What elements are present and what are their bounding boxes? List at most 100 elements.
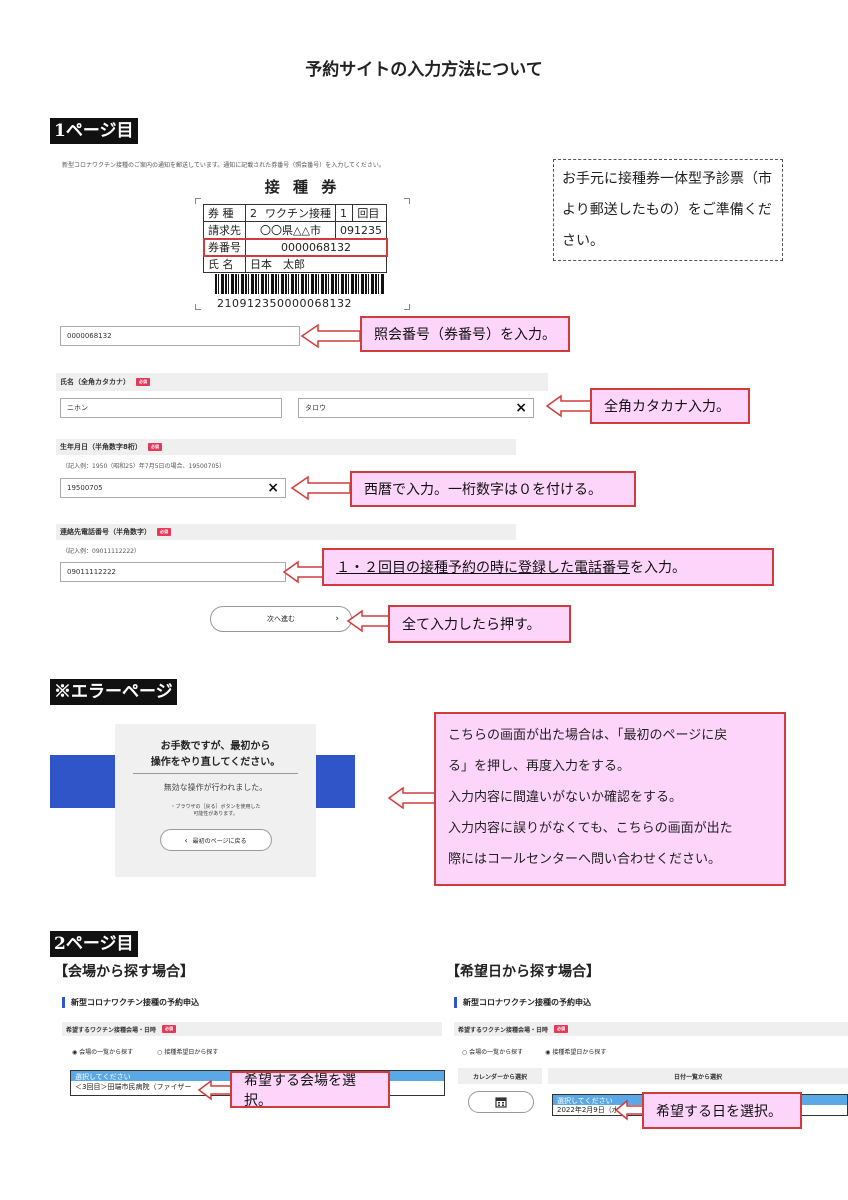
name-label: 氏名（全角カタカナ） 必須: [56, 373, 548, 391]
first-name-value: タロウ: [305, 404, 326, 412]
arrow-left-icon: [282, 560, 325, 584]
prepare-ticket-note: お手元に接種券一体型予診票（市より郵送したもの）をご準備ください。: [553, 159, 783, 261]
section-heading-page2: 2ページ目: [50, 931, 138, 957]
name-label-text: 氏名（全角カタカナ）: [60, 378, 130, 386]
explanation-line: 入力内容に間違いがないか確認をする。: [448, 790, 683, 805]
ticket-cell: 回目: [352, 204, 387, 222]
chevron-right-icon: ›: [335, 614, 339, 624]
barcode-number: 210912350000068132: [217, 297, 352, 310]
radio-label: 接種希望日から探す: [552, 1049, 607, 1056]
date-field-label: 希望するワクチン接種会場・日時 必須: [454, 1022, 848, 1036]
arrow-left-icon: [290, 475, 351, 501]
venue-field-label-text: 希望するワクチン接種会場・日時: [66, 1026, 157, 1034]
radio-label: 会場の一覧から探す: [469, 1049, 524, 1056]
error-dialog-title-1: お手数ですが、最初から: [160, 741, 271, 752]
birth-date-input[interactable]: 19500705 ×: [60, 478, 286, 498]
ticket-cell: 〇〇県△△市: [245, 221, 336, 239]
clear-icon[interactable]: ×: [267, 480, 279, 496]
ticket-cell: 0000068132: [245, 238, 387, 256]
venue-field-label: 希望するワクチン接種会場・日時 必須: [62, 1022, 442, 1036]
error-dialog: お手数ですが、最初から 操作をやり直してください。 無効な操作が行われました。 …: [115, 724, 316, 877]
required-badge: 必須: [136, 378, 150, 386]
next-button-callout: 全て入力したら押す。: [388, 605, 571, 643]
ticket-cell: 2: [245, 204, 261, 222]
birth-date-label: 生年月日（半角数字8桁） 必須: [56, 439, 516, 455]
birth-date-example: （記入例：1950（昭和25）年7月5日の場合、19500705）: [62, 463, 226, 470]
site-title: 新型コロナワクチン接種の予約申込: [454, 997, 591, 1008]
error-dialog-hint-2: 可能性があります。: [193, 811, 238, 817]
ticket-cell: 日本 太郎: [245, 255, 387, 273]
explanation-line: 入力内容に誤りがなくても、こちらの画面が出た: [448, 821, 733, 836]
error-dialog-hint-1: ・ブラウザの［戻る］ボタンを使用した: [170, 804, 261, 810]
required-badge: 必須: [162, 1025, 177, 1033]
chevron-left-icon: ‹: [184, 835, 188, 845]
search-mode-radios: ◉ 会場の一覧から探す ○ 接種希望日から探す: [72, 1047, 218, 1056]
back-to-first-page-button[interactable]: ‹ 最初のページに戻る: [159, 829, 272, 851]
error-explanation-callout: こちらの画面が出た場合は、「最初のページに戻 る」を押し、再度入力をする。 入力…: [434, 712, 786, 886]
arrow-left-icon: [300, 323, 361, 349]
last-name-input[interactable]: ニホン: [60, 398, 282, 418]
ticket-cell: 券番号: [203, 238, 246, 256]
ticket-cell: 券 種: [203, 204, 246, 222]
ticket-cell: 請求先: [203, 221, 246, 239]
date-select-callout: 希望する日を選択。: [642, 1092, 802, 1129]
required-badge: 必須: [554, 1025, 569, 1033]
error-dialog-title-2: 操作をやり直してください。: [150, 757, 281, 768]
calendar-select-label: カレンダーから選択: [458, 1068, 542, 1084]
radio-venue-list[interactable]: ◉ 会場の一覧から探す: [72, 1049, 134, 1056]
required-badge: 必須: [157, 528, 171, 536]
explanation-line: 際にはコールセンターへ問い合わせください。: [448, 852, 722, 867]
name-callout: 全角カタカナ入力。: [590, 388, 750, 424]
birth-date-callout: 西暦で入力。一桁数字は０を付ける。: [350, 471, 636, 507]
vaccination-ticket: 接 種 券 券 種 2 ワクチン接種 1 回目 請求先 〇〇県△△市 09123…: [195, 176, 410, 316]
ticket-number-input[interactable]: 0000068132: [60, 326, 300, 346]
radio-label: 会場の一覧から探す: [79, 1049, 134, 1056]
clear-icon[interactable]: ×: [515, 400, 527, 416]
site-title: 新型コロナワクチン接種の予約申込: [62, 997, 199, 1008]
radio-desired-date[interactable]: ◉ 接種希望日から探す: [545, 1049, 607, 1056]
calendar-icon: [495, 1097, 507, 1108]
date-list-label: 日付一覧から選択: [548, 1068, 848, 1084]
select-option[interactable]: ＜3回目＞田端市民病院（ファイザー: [75, 1083, 192, 1091]
page-title: 予約サイトの入力方法について: [305, 60, 543, 80]
ticket-title: 接 種 券: [264, 178, 341, 196]
ticket-table: 券 種 2 ワクチン接種 1 回目 請求先 〇〇県△△市 091235 券番号 …: [202, 204, 388, 273]
venue-select-callout: 希望する会場を選択。: [230, 1071, 390, 1109]
error-dialog-message: 無効な操作が行われました。: [163, 783, 268, 792]
phone-input[interactable]: 09011112222: [60, 562, 286, 582]
birth-date-value: 19500705: [67, 484, 103, 492]
phone-callout-underlined: １・２回目の接種予約の時に登録した電話番号: [336, 560, 630, 576]
ticket-cell: 氏 名: [203, 255, 246, 273]
phone-callout: １・２回目の接種予約の時に登録した電話番号を入力。: [322, 548, 774, 586]
phone-label-text: 連絡先電話番号（半角数字）: [60, 528, 151, 536]
explanation-line: こちらの画面が出た場合は、「最初のページに戻: [448, 728, 728, 743]
date-field-label-text: 希望するワクチン接種会場・日時: [458, 1026, 549, 1034]
section-heading-page1: 1ページ目: [50, 118, 138, 144]
back-button-label: 最初のページに戻る: [192, 837, 247, 845]
calendar-button[interactable]: [468, 1091, 534, 1113]
arrow-left-icon: [346, 609, 391, 633]
ticket-number-callout: 照会番号（券番号）を入力。: [360, 316, 570, 352]
search-mode-radios: ○ 会場の一覧から探す ◉ 接種希望日から探す: [462, 1047, 606, 1056]
birth-date-label-text: 生年月日（半角数字8桁）: [60, 443, 142, 451]
venue-search-heading: 【会場から探す場合】: [54, 964, 194, 980]
ticket-cell: 1: [334, 204, 354, 222]
barcode-image: [215, 274, 385, 294]
radio-label: 接種希望日から探す: [164, 1049, 219, 1056]
ticket-cell: ワクチン接種: [261, 204, 336, 222]
arrow-left-icon: [387, 786, 436, 810]
next-button[interactable]: 次へ進む ›: [210, 606, 352, 632]
intro-note: 新型コロナワクチン接種のご案内の通知を郵送しています。通知に記載された券番号（照…: [62, 162, 385, 169]
phone-label: 連絡先電話番号（半角数字） 必須: [56, 524, 516, 540]
next-button-label: 次へ進む: [267, 615, 295, 623]
ticket-cell: 091235: [335, 221, 387, 239]
required-badge: 必須: [147, 443, 162, 451]
first-name-input[interactable]: タロウ ×: [298, 398, 534, 418]
phone-example: （記入例：09011112222）: [62, 548, 140, 555]
explanation-line: る」を押し、再度入力をする。: [448, 759, 631, 774]
radio-venue-list[interactable]: ○ 会場の一覧から探す: [462, 1049, 524, 1056]
radio-desired-date[interactable]: ○ 接種希望日から探す: [157, 1049, 219, 1056]
select-option[interactable]: 2022年2月9日（水）: [557, 1106, 626, 1114]
phone-callout-rest: を入力。: [630, 560, 686, 576]
section-heading-error: ※エラーページ: [50, 679, 177, 705]
